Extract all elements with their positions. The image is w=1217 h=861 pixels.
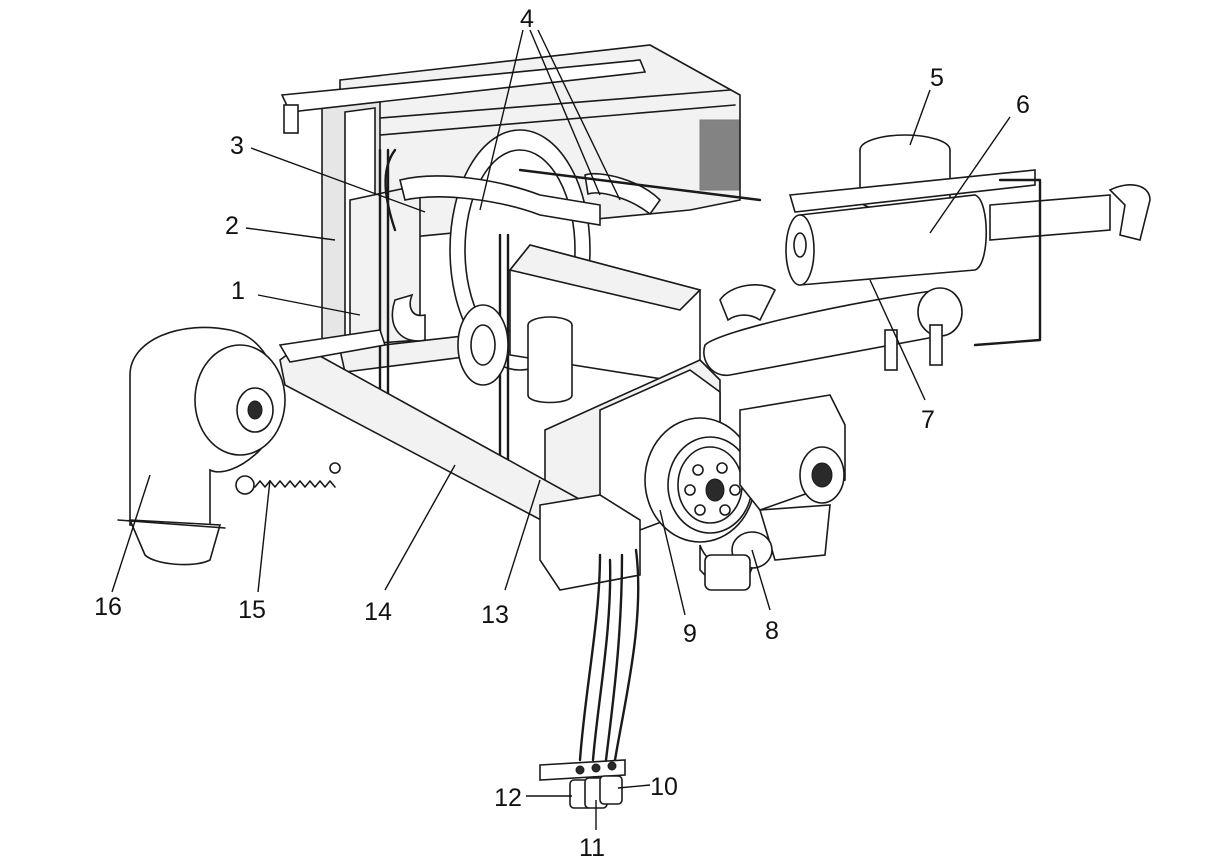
callout-15: 15 (238, 596, 266, 624)
connector-block (539, 759, 626, 809)
callout-10: 10 (650, 773, 678, 801)
exhaust-muffler (703, 169, 1151, 376)
crank-pulley (644, 417, 756, 543)
callout-9: 9 (683, 620, 697, 648)
blower-housing (117, 326, 286, 566)
coolant-hoses (378, 148, 762, 472)
callout-4: 4 (520, 5, 534, 33)
callout-11: 11 (579, 834, 605, 861)
callout-labels: 1 2 3 4 5 6 7 8 9 10 11 12 13 14 15 16 (94, 5, 1030, 861)
callout-1: 1 (231, 277, 245, 305)
base-frame (278, 329, 641, 591)
callout-2: 2 (225, 212, 239, 240)
callout-6: 6 (1016, 91, 1030, 119)
leader-lines (111, 29, 1011, 830)
starter-motor (699, 531, 773, 591)
callout-8: 8 (765, 617, 779, 645)
callout-14: 14 (364, 598, 392, 626)
callout-3: 3 (230, 132, 244, 160)
callout-5: 5 (930, 64, 944, 92)
callout-12: 12 (494, 784, 522, 812)
electrical-cables (578, 548, 640, 762)
hydraulic-pump (739, 394, 846, 561)
tension-spring (235, 462, 341, 495)
callout-13: 13 (481, 601, 509, 629)
callout-7: 7 (921, 406, 935, 434)
callout-16: 16 (94, 593, 122, 621)
